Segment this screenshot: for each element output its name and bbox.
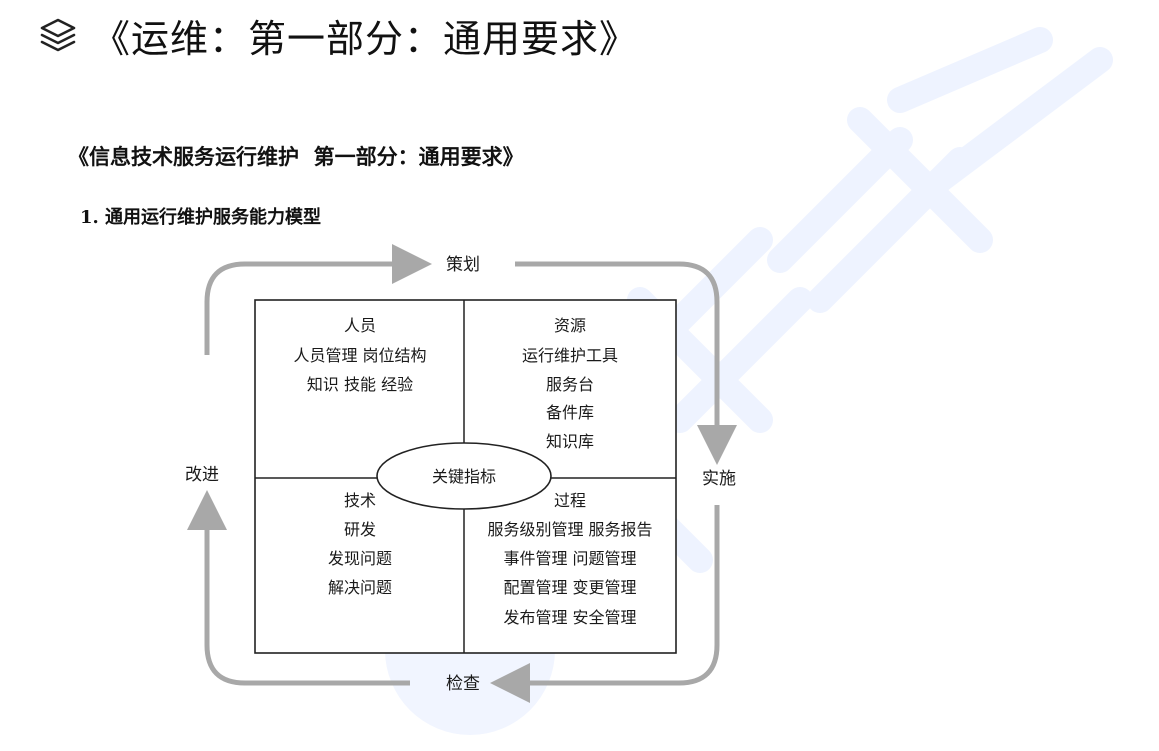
- quadrant-technology: 技术 研发 发现问题 解决问题: [328, 491, 392, 597]
- quadrant-line: 配置管理 变更管理: [503, 578, 636, 597]
- quadrant-line: 服务台: [546, 375, 594, 394]
- quadrant-line: 知识库: [546, 432, 594, 451]
- quadrant-people: 人员 人员管理 岗位结构 知识 技能 经验: [293, 316, 426, 394]
- cycle-label-improve: 改进: [185, 465, 219, 485]
- quadrant-title: 技术: [344, 491, 376, 510]
- section-heading: 1. 通用运行维护服务能力模型: [80, 207, 322, 228]
- page-title: 《运维：第一部分：通用要求》: [92, 16, 639, 61]
- cycle-label-check: 检查: [446, 674, 480, 694]
- quadrant-line: 发布管理 安全管理: [503, 608, 636, 627]
- quadrant-line: 人员管理 岗位结构: [293, 346, 426, 365]
- quadrant-title: 过程: [554, 491, 586, 510]
- quadrant-process: 过程 服务级别管理 服务报告 事件管理 问题管理 配置管理 变更管理 发布管理 …: [487, 491, 652, 627]
- title-row: 《运维：第一部分：通用要求》: [38, 6, 638, 64]
- cycle-label-plan: 策划: [446, 255, 480, 275]
- layers-icon: [40, 18, 76, 52]
- arrow-top-right: [515, 261, 737, 465]
- quadrant-title: 资源: [554, 316, 586, 335]
- quadrant-line: 知识 技能 经验: [307, 375, 413, 394]
- quadrant-line: 事件管理 问题管理: [503, 549, 636, 568]
- quadrant-title: 人员: [344, 316, 376, 335]
- quadrant-line: 运行维护工具: [522, 346, 618, 365]
- quadrant-line: 发现问题: [328, 549, 392, 568]
- quadrant-line: 服务级别管理 服务报告: [487, 520, 652, 539]
- quadrant-line: 解决问题: [328, 578, 392, 597]
- arrow-bottom-right: [490, 505, 720, 703]
- key-indicator-ellipse: [376, 442, 552, 510]
- quadrant-line: 备件库: [546, 403, 594, 422]
- cycle-label-implement: 实施: [702, 469, 736, 489]
- arrow-top-left: [204, 244, 432, 355]
- quadrant-resources: 资源 运行维护工具 服务台 备件库 知识库: [522, 316, 618, 451]
- quadrant-line: 研发: [344, 520, 376, 539]
- key-indicator-label: 关键指标: [432, 467, 496, 486]
- arrow-bottom-left: [187, 490, 410, 686]
- document-heading: 《信息技术服务运行维护 第一部分：通用要求》: [68, 145, 524, 169]
